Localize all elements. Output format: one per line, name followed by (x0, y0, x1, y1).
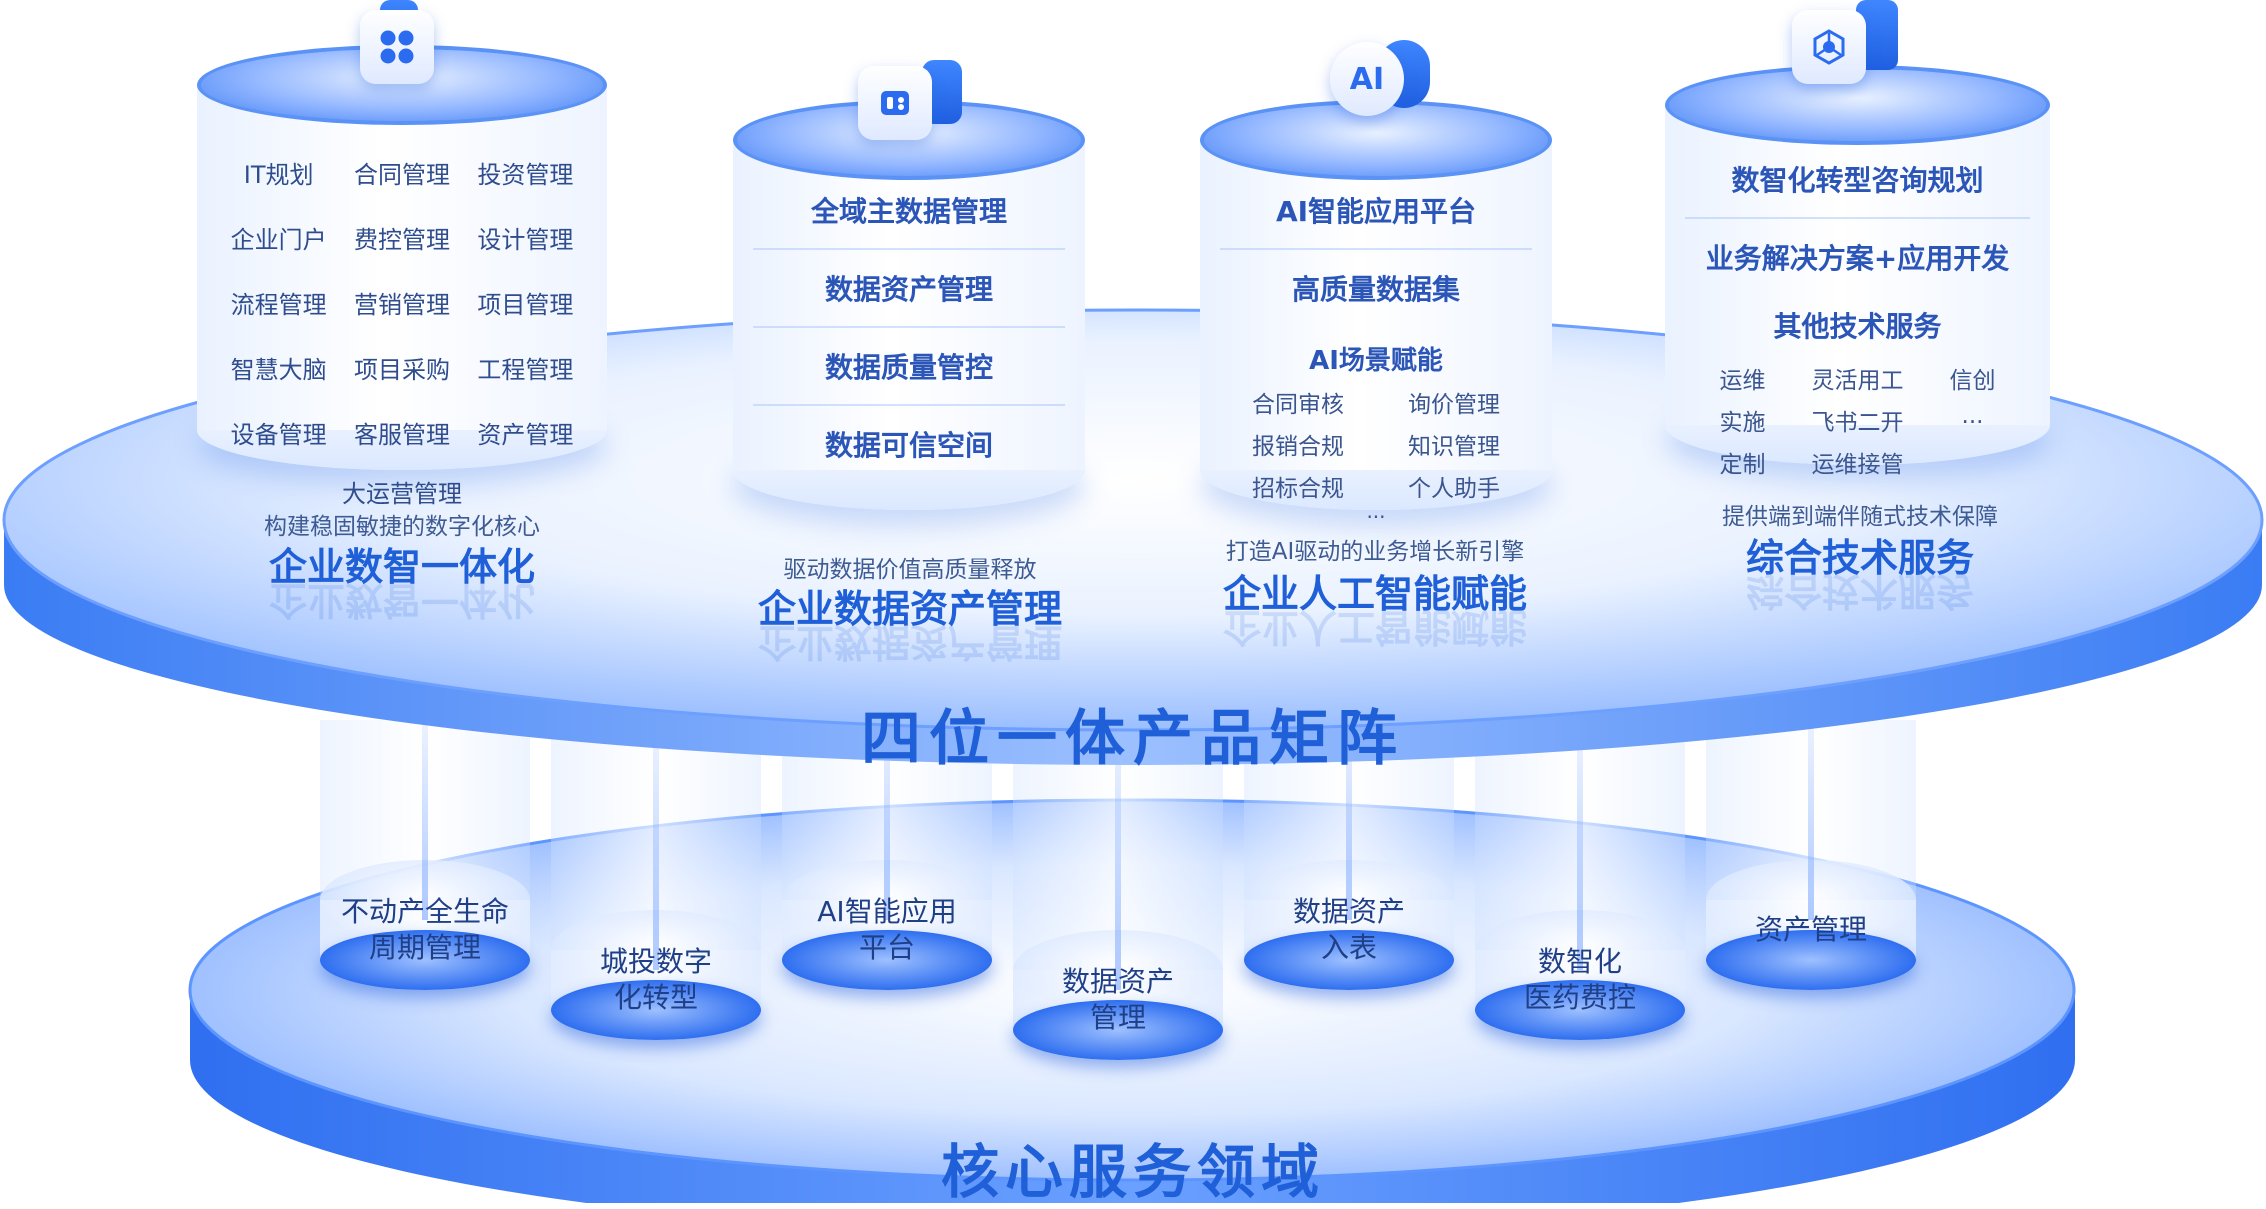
product-item: 营销管理 (353, 291, 450, 319)
product-item: 流程管理 (230, 291, 327, 319)
service-cylinder-ai-platform: AI智能应用 平台 (782, 720, 992, 990)
product-item: 项目管理 (477, 291, 574, 319)
product-item-list: AI智能应用平台高质量数据集 (1220, 172, 1532, 326)
caption-sub: 驱动数据价值高质量释放 (783, 557, 1037, 583)
product-item: 设备管理 (230, 421, 327, 449)
product-item: 项目采购 (353, 356, 450, 384)
product-item: ... (1961, 403, 1984, 429)
product-item: 招标合规 (1252, 476, 1344, 502)
grid-icon (360, 10, 434, 84)
service-label-line1: 数智化 (1537, 945, 1622, 978)
service-label-line1: 城投数字 (599, 945, 712, 978)
network-icon (1792, 10, 1866, 84)
product-item: 合同审核 (1252, 392, 1344, 418)
product-item: 运维 (1719, 368, 1766, 394)
product-item: 大运营管理 (342, 480, 462, 508)
service-label-line2: 医药费控 (1523, 981, 1636, 1014)
product-cylinder-enterprise-digital: IT规划 合同管理投资管理企业门户费控管理设计管理流程管理营销管理项目管理智慧大脑… (197, 45, 607, 508)
product-item: 全域主数据管理 (753, 172, 1065, 250)
product-item: 运维接管 (1811, 452, 1904, 478)
caption-reflection: 综合技术服务 (1745, 569, 1974, 613)
caption-main: 企业数据资产管理 (757, 587, 1062, 631)
service-cylinder-data-asset-listing: 数据资产 入表 (1244, 720, 1454, 990)
service-cylinder-pharma-expense: 数智化 医药费控 (1475, 730, 1685, 1040)
caption-main: 企业人工智能赋能 (1222, 572, 1527, 616)
service-label-line1: 资产管理 (1754, 913, 1867, 946)
product-item: 个人助手 (1408, 476, 1500, 502)
product-item: 工程管理 (477, 356, 574, 384)
service-label-line2: 化转型 (613, 981, 698, 1014)
product-item: 信创 (1949, 368, 1996, 394)
caption-reflection: 企业数智一体化 (268, 578, 535, 622)
service-label-line1: 数据资产 (1061, 965, 1174, 998)
product-item-list: 数智化转型咨询规划业务解决方案+应用开发 (1685, 141, 2030, 295)
ai-icon-label: AI (1349, 61, 1385, 97)
product-item: 询价管理 (1408, 392, 1500, 418)
bottom-title: 核心服务领域 (940, 1138, 1325, 1206)
service-cylinder-asset-management: 资产管理 (1706, 720, 1916, 990)
service-label-line2: 入表 (1320, 931, 1377, 964)
product-item: 定制 (1719, 452, 1766, 478)
main-title: 四位一体产品矩阵 (861, 704, 1405, 774)
product-item: 报销合规 (1252, 434, 1344, 460)
product-item: 飞书二开 (1811, 410, 1904, 436)
product-item: 数据质量管控 (753, 328, 1065, 406)
product-item: 资产管理 (477, 421, 574, 449)
service-cylinder-city-investment: 城投数字 化转型 (551, 730, 761, 1040)
ai-icon: AI (1330, 42, 1404, 116)
product-item: 企业门户 (230, 226, 327, 254)
product-item: 设计管理 (477, 226, 574, 254)
product-item: 灵活用工 (1811, 368, 1904, 394)
product-item: 费控管理 (353, 226, 450, 254)
product-item: 高质量数据集 (1291, 273, 1460, 306)
product-item: 投资管理 (477, 161, 574, 189)
product-item: IT规划 (243, 161, 314, 189)
product-item: 智慧大脑 (230, 356, 327, 384)
product-item: AI智能应用平台 (1220, 172, 1532, 250)
service-label-line1: 不动产全生命 (340, 895, 509, 928)
service-label-line2: 管理 (1089, 1001, 1146, 1034)
other-services-title: 其他技术服务 (1773, 310, 1942, 343)
product-item: 业务解决方案+应用开发 (1705, 242, 2010, 275)
product-item: 实施 (1719, 410, 1766, 436)
product-cylinder-data-asset: 全域主数据管理数据资产管理数据质量管控数据可信空间 (733, 100, 1085, 510)
service-label-line1: AI智能应用 (817, 895, 957, 928)
service-cylinder-real-estate: 不动产全生命 周期管理 (320, 720, 530, 990)
service-cylinder-data-asset-management: 数据资产 管理 (1013, 730, 1223, 1060)
product-item: 客服管理 (353, 421, 450, 449)
product-cylinder-ai: AI智能应用平台高质量数据集 AI场景赋能 合同审核 询价管理报销合规 知识管理招标… (1200, 100, 1552, 521)
service-label-line1: 数据资产 (1292, 895, 1405, 928)
product-cylinder-tech-service: 数智化转型咨询规划业务解决方案+应用开发 其他技术服务 运维 灵活用工 信创实施 飞书… (1665, 65, 2050, 478)
caption-main: 企业数智一体化 (268, 545, 535, 589)
ai-scenario-grid: 合同审核 询价管理报销合规 知识管理招标合规 个人助手 (1220, 385, 1532, 503)
caption-sub: 构建稳固敏捷的数字化核心 (264, 514, 540, 540)
product-item: 合同管理 (353, 161, 450, 189)
database-icon (858, 66, 932, 140)
service-label-line2: 周期管理 (368, 931, 481, 964)
service-label-line2: 平台 (858, 931, 915, 964)
product-item-grid: IT规划 合同管理投资管理企业门户费控管理设计管理流程管理营销管理项目管理智慧大脑… (217, 155, 587, 450)
product-item: 数据可信空间 (824, 429, 993, 462)
caption-reflection: 企业数据资产管理 (757, 620, 1062, 664)
other-services-grid: 运维 灵活用工 信创实施 飞书二开... 定制 运维接管 (1685, 361, 2030, 479)
ellipsis: ... (1366, 499, 1386, 523)
caption-sub: 提供端到端伴随式技术保障 (1722, 504, 1998, 530)
product-item: 数智化转型咨询规划 (1685, 141, 2030, 219)
caption-sub: 打造AI驱动的业务增长新引擎 (1225, 539, 1525, 565)
caption-reflection: 企业人工智能赋能 (1222, 605, 1527, 649)
product-item: 知识管理 (1408, 434, 1500, 460)
caption-main: 综合技术服务 (1745, 536, 1974, 580)
product-item: 数据资产管理 (753, 250, 1065, 328)
product-item-list: 全域主数据管理数据资产管理数据质量管控数据可信空间 (753, 172, 1065, 462)
ai-scenario-title: AI场景赋能 (1309, 346, 1443, 376)
